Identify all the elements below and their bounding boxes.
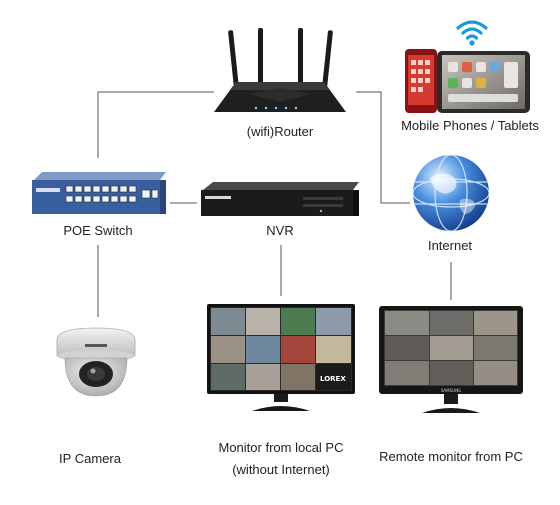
internet-label: Internet (427, 238, 473, 253)
switch-icon (32, 172, 166, 214)
monitor-icon: LOREX (207, 304, 355, 411)
nvr-icon (201, 182, 359, 216)
remote-monitor-icon: SAMSUNG (379, 306, 523, 413)
wire-router-internet (356, 91, 410, 204)
wire-router-poe (97, 91, 214, 158)
nvr-label: NVR (266, 223, 294, 238)
globe-icon (412, 154, 490, 232)
monitor-brand-logo: LOREX (320, 375, 346, 383)
router-label: (wifi)Router (246, 124, 314, 139)
camera-label: IP Camera (59, 451, 121, 466)
remote-monitor-label: Remote monitor from PC (379, 449, 523, 464)
poe-label: POE Switch (63, 223, 133, 238)
wifi-icon (456, 20, 488, 46)
camera-icon (56, 327, 136, 397)
local-monitor-label-line1: Monitor from local PC (218, 440, 344, 455)
mobile-label: Mobile Phones / Tablets (401, 118, 539, 133)
router-icon (214, 28, 346, 112)
local-monitor-label: Monitor from local PC (without Internet) (196, 437, 366, 481)
local-monitor-label-line2: (without Internet) (232, 462, 330, 477)
tablet-icon (437, 51, 530, 113)
phone-icon (405, 49, 437, 113)
remote-brand-logo: SAMSUNG (441, 388, 461, 393)
